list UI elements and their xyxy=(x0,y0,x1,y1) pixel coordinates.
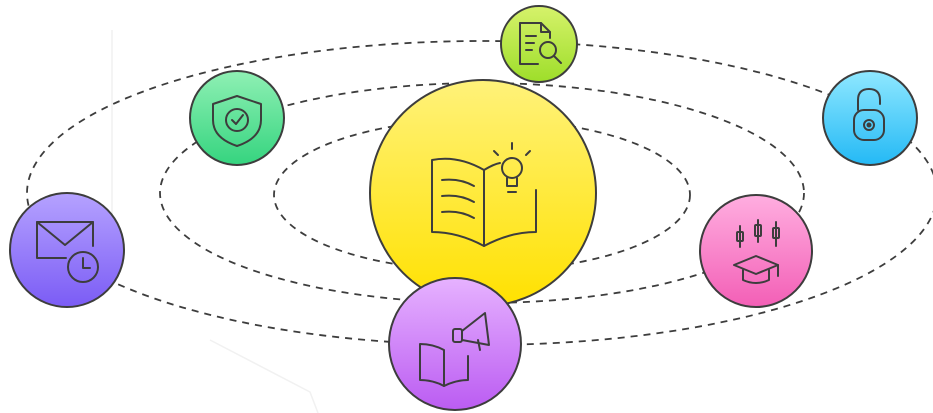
shield-check-icon xyxy=(212,95,262,147)
unlocked-padlock-icon xyxy=(853,88,885,141)
security-node xyxy=(189,70,285,166)
unlock-node xyxy=(822,70,918,166)
open-book-lightbulb-icon xyxy=(431,142,537,247)
mail-clock-icon xyxy=(36,221,99,283)
background-guides xyxy=(111,30,319,413)
mail-clock-node xyxy=(9,192,125,308)
book-megaphone-icon xyxy=(419,312,490,387)
document-search-icon xyxy=(519,22,562,65)
center-node xyxy=(369,79,597,307)
candlestick-graduation-cap-icon xyxy=(733,219,780,284)
finance-node xyxy=(699,194,813,308)
announcement-node xyxy=(388,277,522,411)
document-search-node xyxy=(500,5,578,83)
